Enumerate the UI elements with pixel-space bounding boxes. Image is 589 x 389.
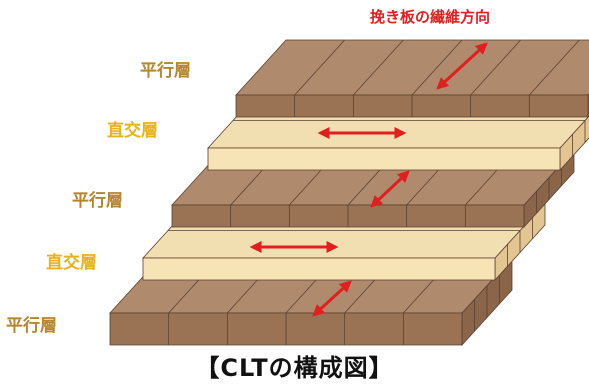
layer-top-face-0 [235,39,589,96]
board-joint-top-0-2 [353,39,404,96]
layer-front-face-1 [207,147,561,171]
fiber-arrow-layer-1 [436,42,488,90]
board-joint-top-0-5 [529,39,580,96]
layer-label-parallel-1: 平行層 [140,61,191,81]
layer-label-cross-2: 直交層 [46,253,97,273]
fiber-direction-label: 挽き板の繊維方向 [370,8,491,26]
layer-label-parallel-3: 平行層 [6,316,57,336]
board-joint-top-0-1 [294,39,345,96]
layer-label-parallel-2: 平行層 [72,191,123,211]
fiber-arrow-layer-3 [370,170,410,208]
layer-front-face-3 [142,257,496,281]
diagram-caption: 【CLTの構成図】 [195,354,394,382]
layer-label-cross-1: 直交層 [107,121,158,141]
fiber-arrow-layer-5 [312,280,352,317]
